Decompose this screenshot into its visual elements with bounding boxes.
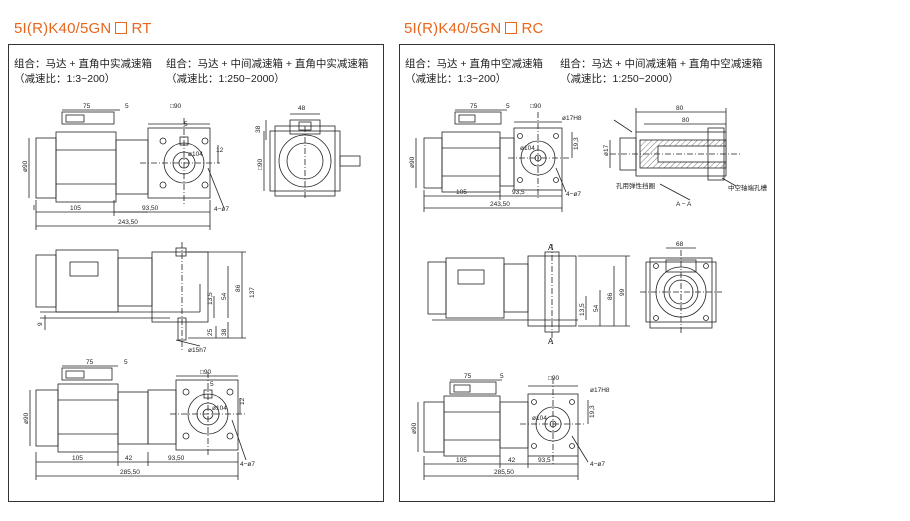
square-icon	[505, 22, 518, 34]
dim-38: 38	[221, 328, 228, 336]
right-front-view-2	[417, 378, 589, 480]
dim-285-50: 285,50	[120, 469, 140, 476]
dim-42: 42	[125, 455, 133, 462]
dim-5: 5	[506, 103, 510, 110]
dim-68: 68	[676, 241, 684, 248]
dim-square-90: □90	[548, 375, 560, 382]
left-title: 5I(R)K40/5GN RT	[14, 20, 152, 37]
dim-38: 38	[255, 125, 262, 133]
note-retaining-ring: 孔用弹性挡圈	[616, 181, 655, 190]
dim-105: 105	[456, 189, 467, 196]
dim-square-90: □90	[170, 103, 182, 110]
dim-phi-104: ø104	[520, 145, 535, 152]
right-combo1-line1: 组合：马达 + 直角中空减速箱	[405, 58, 543, 70]
left-combo1-line2: （减速比：1:3~200）	[14, 73, 116, 85]
dim-54: 54	[593, 304, 600, 312]
dim-square-90-side: □90	[257, 158, 264, 170]
left-front-view-2	[29, 365, 247, 480]
dim-75: 75	[470, 103, 478, 110]
left-title-suffix: RT	[131, 20, 152, 37]
dim-5: 5	[210, 381, 214, 388]
dim-75: 75	[83, 103, 91, 110]
dim-19-3: 19,3	[573, 137, 580, 150]
dim-phi-90: ø90	[22, 160, 29, 172]
dim-285-50: 285,50	[494, 469, 514, 476]
right-section-view	[609, 108, 740, 201]
dim-phi-90: ø90	[411, 422, 418, 434]
dim-86: 86	[607, 292, 614, 300]
dim-square-90: □90	[200, 369, 212, 376]
dim-93-50: 93,50	[142, 205, 159, 212]
right-combo2-line2: （减速比：1:250~2000）	[560, 73, 679, 85]
right-panel	[399, 44, 775, 502]
dim-99: 99	[619, 288, 626, 296]
right-front-view-1	[415, 109, 573, 212]
right-title: 5I(R)K40/5GN RC	[404, 20, 544, 37]
dim-5: 5	[500, 373, 504, 380]
dim-243-50: 243,50	[118, 219, 138, 226]
dim-12: 12	[216, 147, 224, 154]
dim-phi-17h8: ø17H8	[590, 387, 610, 394]
left-combo1-line1: 组合：马达 + 直角中实减速箱	[14, 58, 152, 70]
dim-105: 105	[456, 457, 467, 464]
right-combo2-line1: 组合：马达 + 中间减速箱 + 直角中空减速箱	[560, 58, 763, 70]
dim-25: 25	[207, 328, 214, 336]
dim-4-phi-7: 4−ø7	[240, 461, 255, 468]
section-mark-a: A	[548, 243, 554, 252]
dim-93-5: 93,5	[512, 189, 525, 196]
left-side-elevation	[35, 242, 246, 350]
dim-54: 54	[221, 292, 228, 300]
left-combo2-line2: （减速比：1:250~2000）	[166, 73, 285, 85]
dim-80: 80	[682, 117, 690, 124]
right-side-elevation	[427, 244, 630, 344]
dim-4-phi-7: 4−ø7	[566, 191, 581, 198]
dim-93-50: 93,50	[168, 455, 185, 462]
dim-phi-104: ø104	[532, 415, 547, 422]
note-section-a-a: A − A	[676, 201, 692, 208]
dim-12: 12	[239, 397, 246, 405]
dim-105: 105	[72, 455, 83, 462]
dim-86: 86	[235, 284, 242, 292]
dim-5: 5	[184, 121, 188, 128]
dim-9: 9	[37, 322, 44, 326]
dim-75: 75	[464, 373, 472, 380]
dim-13-5: 13,5	[207, 292, 214, 305]
dim-4-phi-7: 4−ø7	[590, 461, 605, 468]
dim-4-phi-7: 4−ø7	[214, 206, 229, 213]
dim-phi-104: ø104	[212, 405, 227, 412]
left-title-model: 5I(R)K40/5GN	[14, 20, 112, 37]
dim-75: 75	[86, 359, 94, 366]
square-icon	[115, 22, 128, 34]
right-title-model: 5I(R)K40/5GN	[404, 20, 502, 37]
dim-80: 80	[676, 105, 684, 112]
left-combo2-line1: 组合：马达 + 中间减速箱 + 直角中实减速箱	[166, 58, 369, 70]
dim-phi-90: ø90	[23, 412, 30, 424]
dim-105: 105	[70, 205, 81, 212]
dim-93-5: 93,5	[538, 457, 551, 464]
right-combo1-line2: （减速比：1:3~200）	[405, 73, 507, 85]
right-flange-view	[640, 247, 722, 335]
dim-phi-17h8: ø17H8	[562, 115, 582, 122]
dim-137: 137	[249, 287, 256, 298]
dim-square-90: □90	[530, 103, 542, 110]
section-mark-a: A	[548, 337, 554, 346]
left-panel	[8, 44, 384, 502]
dim-phi-90: ø90	[409, 156, 416, 168]
left-side-view-1	[263, 113, 361, 200]
right-title-suffix: RC	[521, 20, 544, 37]
dim-phi-15h7: ø15h7	[188, 347, 207, 354]
dim-42: 42	[508, 457, 516, 464]
dim-19-3: 19,3	[589, 405, 596, 418]
dim-243-50: 243,50	[490, 201, 510, 208]
dim-13-5: 13,5	[579, 303, 586, 316]
dim-5: 5	[124, 359, 128, 366]
dim-48: 48	[298, 105, 306, 112]
dim-phi-104: ø104	[188, 151, 203, 158]
dim-phi-17: ø17	[603, 144, 610, 156]
left-front-view-1	[28, 109, 225, 230]
dim-5: 5	[125, 103, 129, 110]
note-hollow-shaft: 中空轴端孔槽	[728, 183, 768, 192]
